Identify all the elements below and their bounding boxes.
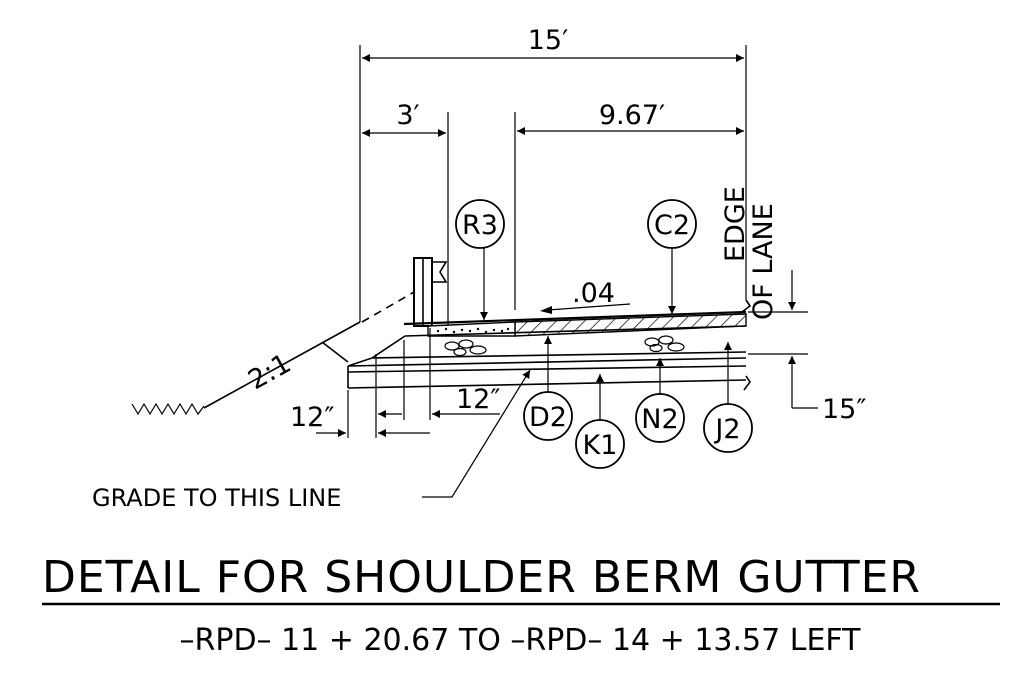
aggregate-stones-right bbox=[644, 335, 685, 353]
dimension-left-12-label: 12″ bbox=[290, 402, 334, 433]
extension-dashed-line bbox=[361, 291, 415, 323]
svg-text:C2: C2 bbox=[654, 210, 690, 241]
svg-text:EDGE: EDGE bbox=[720, 186, 751, 262]
aggregate-stones-left bbox=[444, 339, 487, 357]
svg-text:J2: J2 bbox=[713, 414, 740, 445]
dimension-left-offset-label: 3′ bbox=[396, 100, 419, 131]
slope-rate-indicator: .04 bbox=[540, 278, 631, 314]
edge-of-lane-label: EDGE OF LANE bbox=[720, 186, 779, 320]
detail-title: DETAIL FOR SHOULDER BERM GUTTER bbox=[42, 552, 921, 603]
slope-rate-label: .04 bbox=[572, 278, 615, 309]
callout-n2: N2 bbox=[635, 358, 685, 443]
callout-j2: J2 bbox=[703, 342, 753, 453]
callout-c2: C2 bbox=[647, 199, 697, 314]
callout-k1: K1 bbox=[575, 374, 625, 469]
callout-r3: R3 bbox=[455, 199, 505, 320]
dimension-total-width: 15′ bbox=[359, 25, 747, 322]
dimension-depth: 15″ bbox=[748, 270, 866, 425]
dimension-right-12-label: 12″ bbox=[456, 384, 500, 415]
pavement-section bbox=[347, 299, 752, 391]
dimension-depth-label: 15″ bbox=[822, 394, 866, 425]
dimension-paved-width-label: 9.67′ bbox=[599, 100, 665, 131]
detail-subtitle: –RPD– 11 + 20.67 TO –RPD– 14 + 13.57 LEF… bbox=[180, 623, 862, 658]
dimension-12-inch: 12″ 12″ bbox=[290, 328, 500, 438]
dimension-paved-width: 9.67′ bbox=[514, 100, 744, 310]
callout-d2: D2 bbox=[523, 336, 573, 441]
svg-text:N2: N2 bbox=[641, 404, 678, 435]
svg-text:K1: K1 bbox=[583, 430, 618, 461]
side-slope-label: 2:1 bbox=[243, 348, 296, 396]
svg-text:OF LANE: OF LANE bbox=[748, 203, 779, 320]
ground-hatch bbox=[131, 402, 205, 416]
dimension-left-offset: 3′ bbox=[362, 100, 449, 330]
grade-note: GRADE TO THIS LINE bbox=[92, 369, 531, 512]
svg-text:D2: D2 bbox=[529, 402, 567, 433]
side-slope: 2:1 bbox=[131, 321, 361, 416]
dimension-total-width-label: 15′ bbox=[528, 25, 569, 56]
r3-aggregate-texture bbox=[436, 327, 510, 334]
svg-text:GRADE TO THIS LINE: GRADE TO THIS LINE bbox=[92, 484, 341, 512]
svg-text:R3: R3 bbox=[462, 210, 498, 241]
guardrail-post bbox=[413, 257, 448, 327]
